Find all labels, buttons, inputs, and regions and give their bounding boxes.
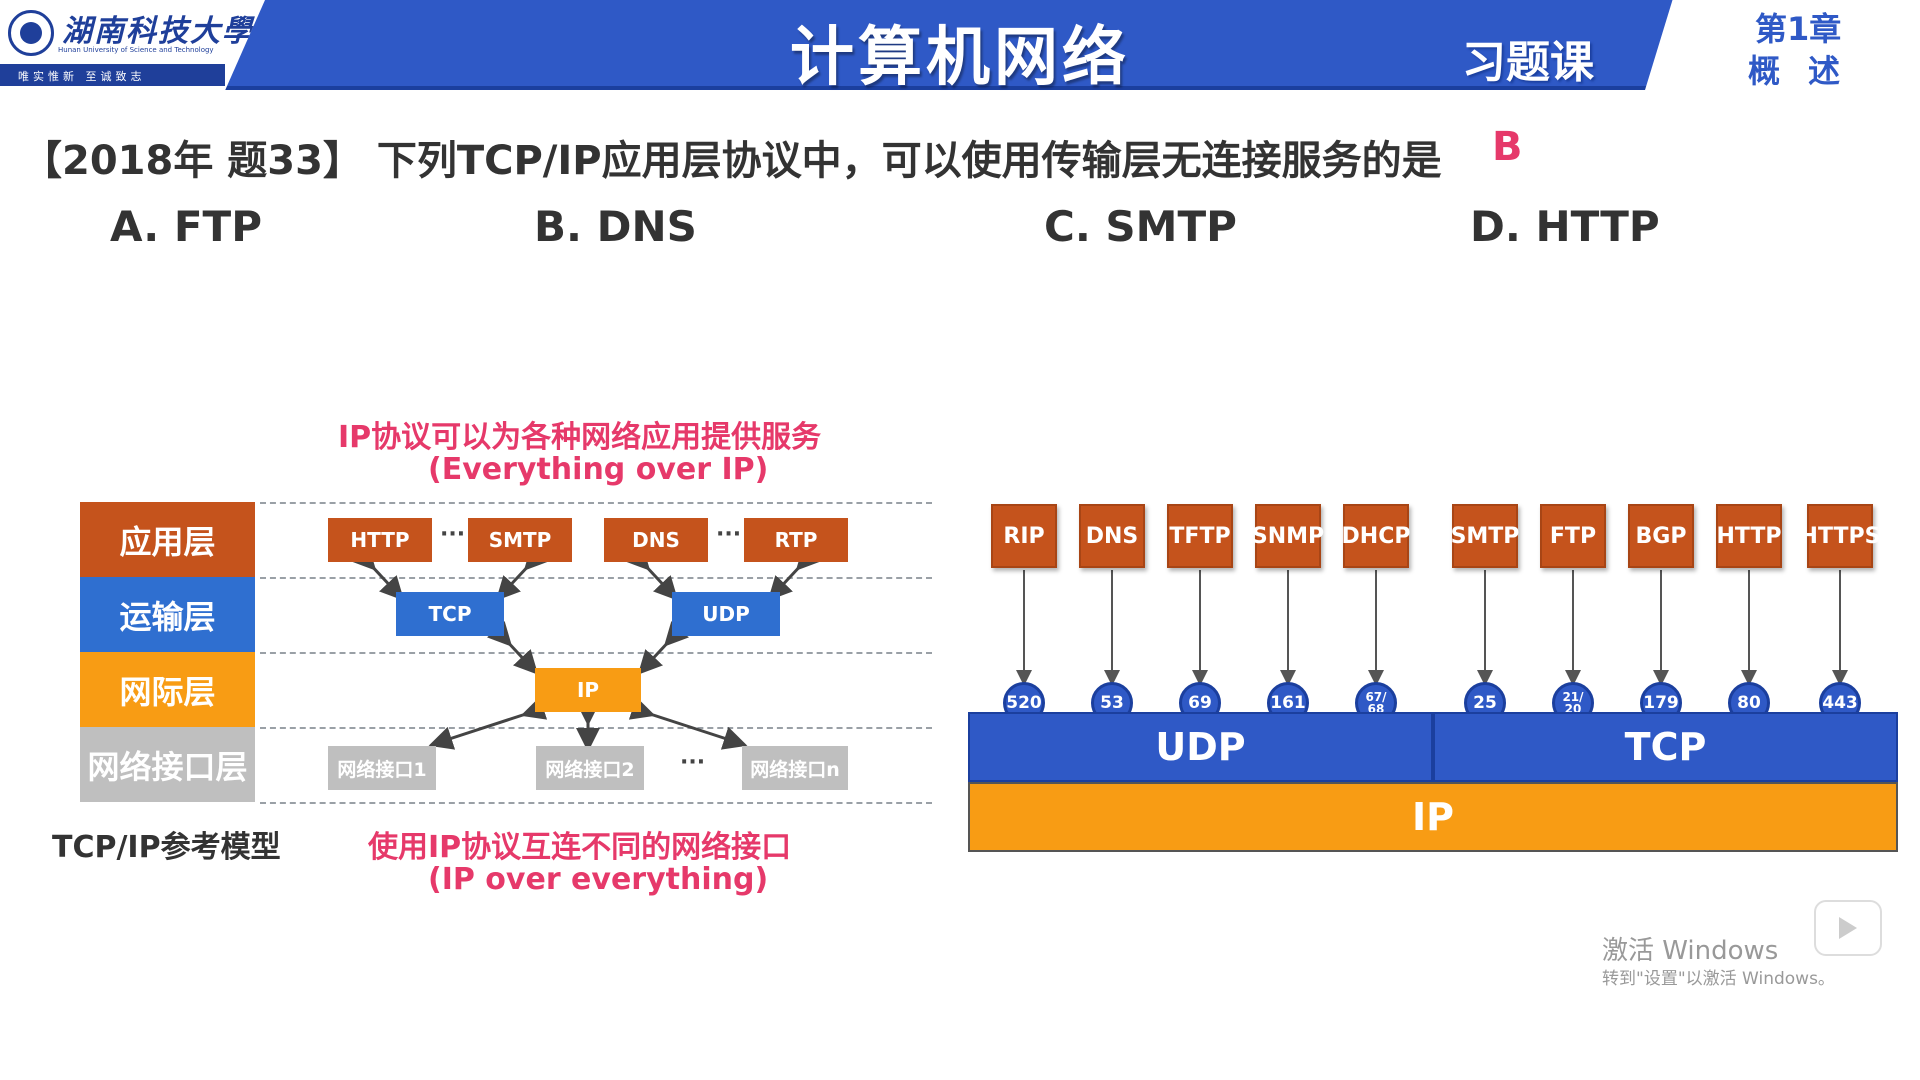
top-caption: IP协议可以为各种网络应用提供服务 — [338, 420, 822, 455]
udp-bar: UDP — [968, 712, 1433, 782]
header-divider — [0, 86, 1920, 90]
top-caption-en: (Everything over IP) — [428, 452, 769, 487]
layer-divider — [260, 802, 932, 804]
protocol-bgp: BGP — [1628, 504, 1694, 568]
arrow-http-tcp — [351, 545, 405, 601]
option-a: A. FTP — [110, 202, 262, 251]
model-label: TCP/IP参考模型 — [52, 830, 281, 865]
port-rip: 520 — [1003, 682, 1045, 724]
protocol-dns: DNS — [1079, 504, 1145, 568]
play-icon[interactable] — [1814, 900, 1882, 956]
protocol-snmp: SNMP — [1252, 504, 1324, 568]
option-b: B. DNS — [534, 202, 697, 251]
bottom-caption-en: (IP over everything) — [428, 862, 769, 897]
arrow-ip-ifn — [628, 696, 748, 750]
proto-rtp: RTP — [744, 518, 848, 562]
chapter-subtitle: 概述 — [1748, 52, 1869, 90]
layer-divider — [260, 652, 932, 654]
protocol-smtp: SMTP — [1451, 504, 1519, 568]
question-text: 【2018年 题33】 下列TCP/IP应用层协议中，可以使用传输层无连接服务的… — [22, 138, 1442, 184]
option-d: D. HTTP — [1470, 202, 1660, 251]
option-c: C. SMTP — [1044, 202, 1237, 251]
layer-network-interface: 网络接口层 — [80, 727, 255, 802]
ellipsis: ··· — [440, 522, 466, 547]
layer-application: 应用层 — [80, 502, 255, 577]
arrow-smtp-tcp — [495, 545, 549, 601]
protocol-https: HTTPS — [1800, 504, 1880, 568]
answer-label: B — [1492, 124, 1523, 170]
university-emblem-icon — [8, 10, 54, 56]
proto-smtp: SMTP — [468, 518, 572, 562]
arrow-udp-ip — [637, 621, 689, 675]
arrow-tcp-ip — [487, 621, 539, 675]
university-logo: 湖南科技大學 Hunan University of Science and T… — [0, 0, 265, 90]
protocol-rip: RIP — [991, 504, 1057, 568]
layer-internet: 网际层 — [80, 652, 255, 727]
protocol-dhcp: DHCP — [1342, 504, 1410, 568]
layer-transport: 运输层 — [80, 577, 255, 652]
protocol-http: HTTP — [1716, 504, 1782, 568]
activation-watermark-title: 激活 Windows — [1602, 936, 1779, 966]
tcp-bar: TCP — [1433, 712, 1898, 782]
proto-dns: DNS — [604, 518, 708, 562]
university-name-en: Hunan University of Science and Technolo… — [58, 46, 214, 54]
proto-udp: UDP — [672, 592, 780, 636]
proto-ip: IP — [535, 668, 641, 712]
network-interface-1: 网络接口1 — [328, 746, 436, 790]
bottom-caption: 使用IP协议互连不同的网络接口 — [368, 830, 792, 865]
layer-divider — [260, 502, 932, 504]
ellipsis: ··· — [716, 522, 742, 547]
chapter-label: 第1章 — [1755, 10, 1842, 48]
exercise-label: 习题课 — [1462, 37, 1594, 88]
network-interface-n: 网络接口n — [742, 746, 848, 790]
university-name: 湖南科技大學 — [62, 14, 254, 49]
layer-divider — [260, 577, 932, 579]
arrow-rtp-udp — [767, 545, 821, 601]
activation-watermark-text: 转到"设置"以激活 Windows。 — [1602, 969, 1835, 989]
university-motto: 唯实惟新 至诚致志 — [0, 64, 225, 86]
arrow-dns-udp — [625, 545, 679, 601]
protocol-tftp: TFTP — [1167, 504, 1233, 568]
arrow-ip-if1 — [428, 696, 548, 750]
protocol-ftp: FTP — [1540, 504, 1606, 568]
network-interface-2: 网络接口2 — [536, 746, 644, 790]
ellipsis: ··· — [680, 750, 706, 775]
chapter-panel — [1645, 0, 1920, 90]
page-title: 计算机网络 — [790, 21, 1130, 95]
proto-tcp: TCP — [396, 592, 504, 636]
ip-bar: IP — [968, 782, 1898, 852]
header-bar — [0, 0, 1920, 86]
proto-http: HTTP — [328, 518, 432, 562]
